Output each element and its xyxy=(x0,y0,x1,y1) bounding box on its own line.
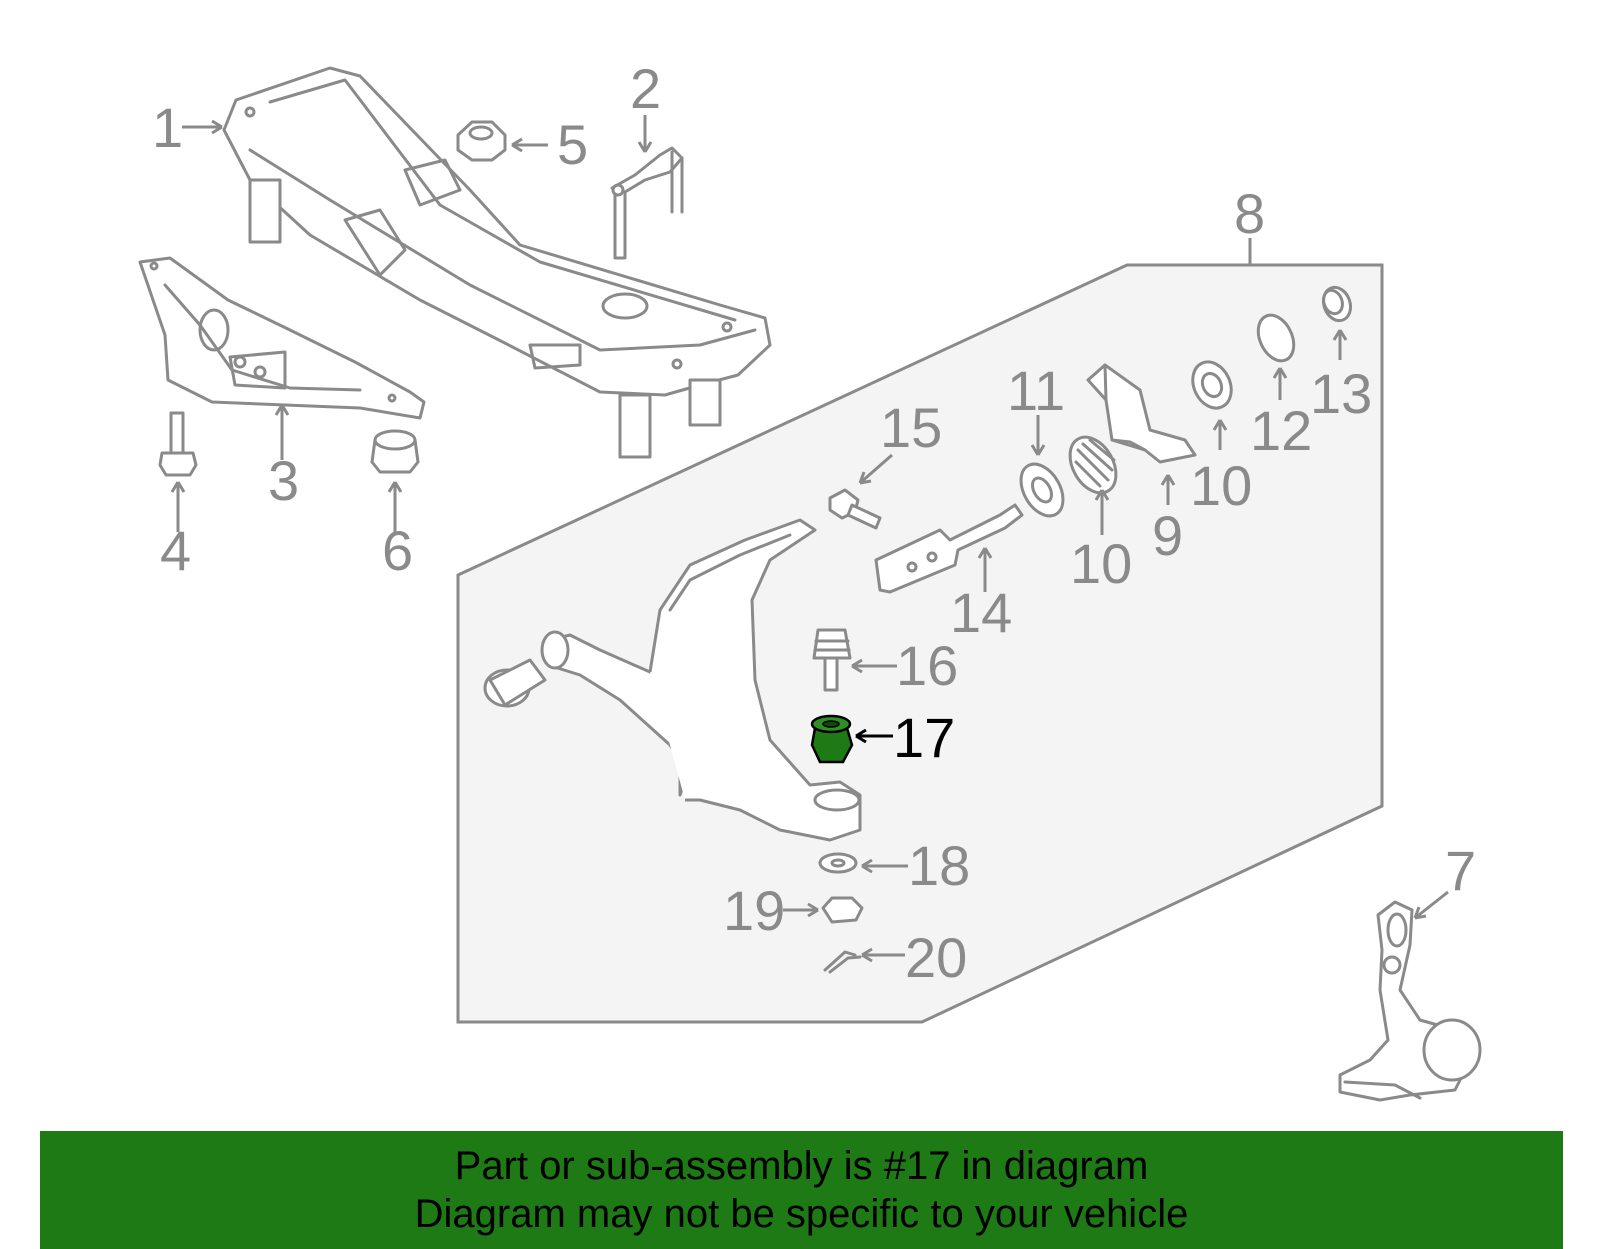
callout-18: 18 xyxy=(908,834,970,897)
banner-line-2: Diagram may not be specific to your vehi… xyxy=(414,1192,1189,1236)
washer-part-18[interactable] xyxy=(818,852,858,874)
shaft-part-14[interactable] xyxy=(874,503,1024,594)
callout-13: 13 xyxy=(1310,362,1372,425)
cap-part-12[interactable] xyxy=(1251,309,1300,366)
callout-19: 19 xyxy=(723,879,785,942)
bolt-part-15[interactable] xyxy=(828,488,882,530)
callout-8: 8 xyxy=(1234,182,1265,245)
knuckle-part-7[interactable] xyxy=(1338,900,1482,1102)
callout-6: 6 xyxy=(382,519,413,582)
callout-11: 11 xyxy=(1007,359,1065,422)
support-plate-part[interactable] xyxy=(138,256,426,420)
callout-1: 1 xyxy=(152,96,183,159)
banner-line-1: Part or sub-assembly is #17 in diagram xyxy=(454,1144,1149,1188)
callout-14: 14 xyxy=(950,581,1012,644)
callout-15: 15 xyxy=(880,396,942,459)
callout-17: 17 xyxy=(893,706,955,769)
bracket-part[interactable] xyxy=(610,146,684,260)
washer-part-11[interactable] xyxy=(1012,457,1071,523)
nut-part-5[interactable] xyxy=(456,120,507,162)
bolt-part-4[interactable] xyxy=(158,411,198,477)
bushing-part-13[interactable] xyxy=(1319,284,1355,325)
control-arm[interactable] xyxy=(483,518,862,842)
callout-10b: 10 xyxy=(1070,532,1132,595)
callout-20: 20 xyxy=(905,926,967,989)
callout-7: 7 xyxy=(1445,839,1476,902)
callout-4: 4 xyxy=(160,519,191,582)
crossmember-part[interactable] xyxy=(222,66,772,459)
callout-2: 2 xyxy=(630,57,661,120)
callout-16: 16 xyxy=(896,634,958,697)
info-banner: Part or sub-assembly is #17 in diagram D… xyxy=(40,1131,1563,1249)
callout-12: 12 xyxy=(1250,399,1312,462)
bushing-bracket-part-9[interactable] xyxy=(1086,363,1197,464)
leader-lines xyxy=(170,115,1449,963)
callout-10a: 10 xyxy=(1190,454,1252,517)
insulator-part-10b[interactable] xyxy=(1061,429,1126,501)
callout-5: 5 xyxy=(557,113,588,176)
callout-labels: 1 2 3 4 5 6 7 8 9 10 10 11 12 13 14 15 1… xyxy=(152,57,1476,989)
bushing-part-6[interactable] xyxy=(370,429,420,474)
washer-part-10a[interactable] xyxy=(1186,356,1239,415)
cotter-pin-part-20[interactable] xyxy=(823,950,862,974)
highlighted-part-17[interactable] xyxy=(810,714,854,764)
bump-stopper-part-16[interactable] xyxy=(812,628,852,692)
nut-part-19[interactable] xyxy=(821,896,864,924)
callout-3: 3 xyxy=(268,449,299,512)
callout-9: 9 xyxy=(1152,504,1183,567)
